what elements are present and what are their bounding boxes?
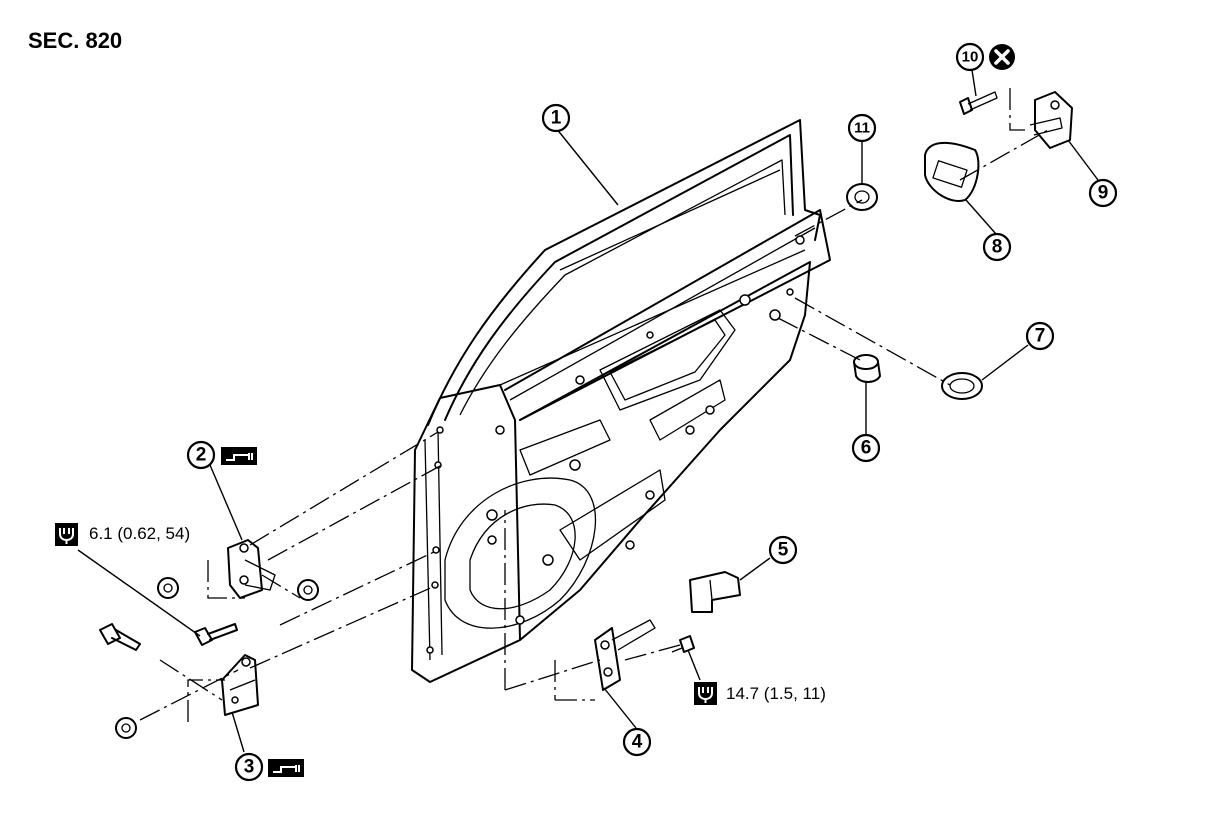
assembly-lines [139, 88, 1049, 722]
svg-text:11: 11 [854, 120, 870, 137]
part-8-striker-cover [924, 141, 980, 202]
svg-text:5: 5 [778, 540, 789, 561]
adjustment-symbol-icon [268, 759, 304, 777]
callout-10: 10 [955, 42, 985, 72]
torque-wrench-icon [55, 523, 78, 546]
hinge-nut-upper-right [297, 579, 319, 601]
callout-8: 8 [982, 232, 1012, 262]
callout-9: 9 [1088, 178, 1118, 208]
svg-text:2: 2 [196, 445, 207, 466]
hinge-bolt-lower [99, 623, 141, 651]
callout-2: 2 [186, 440, 216, 470]
part-9-striker [1029, 91, 1073, 149]
check-link-bolt [671, 635, 695, 653]
torque-wrench-icon [694, 682, 717, 705]
part-10-screw [959, 91, 998, 115]
callout-5: 5 [768, 535, 798, 565]
upper-hinge [227, 539, 276, 599]
callout-3: 3 [234, 752, 264, 782]
svg-text:9: 9 [1098, 183, 1109, 204]
part-6-bumper [853, 354, 881, 383]
adjustment-symbol-icon [221, 447, 257, 465]
svg-text:4: 4 [632, 732, 643, 753]
door-check-link [594, 619, 656, 691]
part-5-clip [689, 571, 741, 613]
callout-11: 11 [847, 113, 877, 143]
hinge-bolt-torque-spec: 6.1 (0.62, 54) [89, 524, 191, 543]
part-11-grommet [846, 183, 878, 211]
lower-hinge [221, 654, 259, 716]
hinge-bolt-upper [194, 623, 238, 646]
svg-text:6: 6 [861, 438, 872, 459]
callout-4: 4 [622, 727, 652, 757]
check-link-bolt-torque-spec: 14.7 (1.5, 11) [726, 684, 826, 703]
svg-text:3: 3 [244, 757, 255, 778]
section-label: SEC. 820 [28, 28, 123, 53]
svg-text:1: 1 [551, 108, 562, 129]
part-7-plug [941, 372, 983, 400]
rear-door-panel [411, 119, 831, 683]
hinge-nut-lower [115, 717, 137, 739]
do-not-reuse-icon [989, 44, 1015, 70]
svg-text:7: 7 [1035, 326, 1046, 347]
callout-1: 1 [541, 103, 571, 133]
callout-7: 7 [1025, 321, 1055, 351]
hinge-nut-upper-left [157, 577, 179, 599]
leader-lines [77, 69, 1099, 753]
svg-text:8: 8 [992, 237, 1003, 258]
svg-text:10: 10 [962, 49, 979, 66]
callout-6: 6 [851, 433, 881, 463]
